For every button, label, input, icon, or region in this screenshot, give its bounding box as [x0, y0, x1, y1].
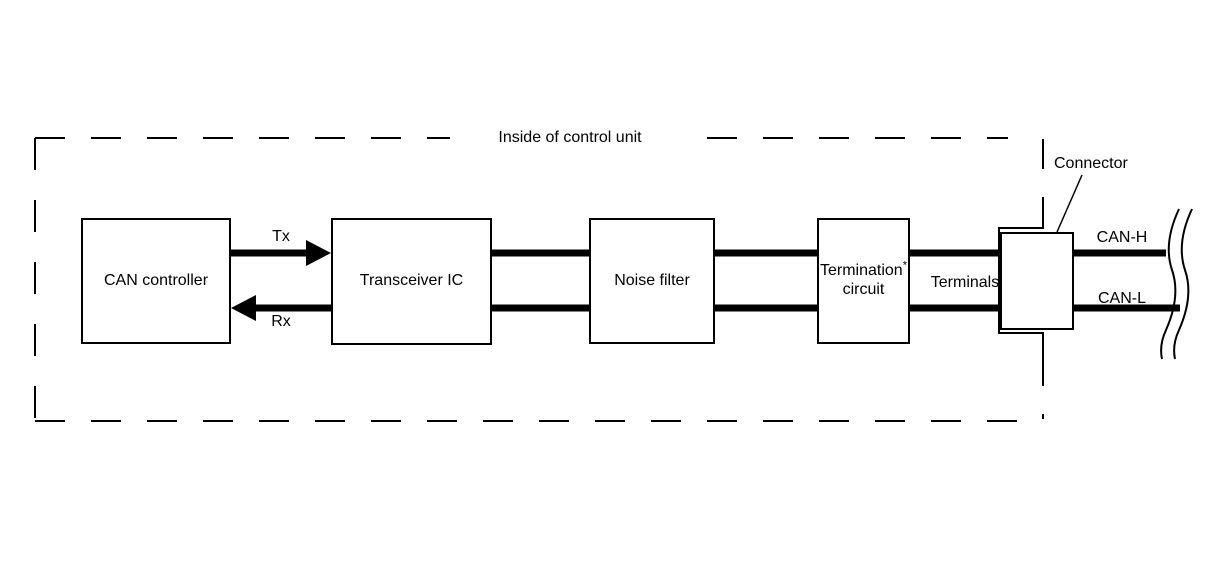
box-noise-filter: Noise filter	[589, 218, 715, 344]
box-termination-circuit: Termination*circuit	[817, 218, 910, 344]
rx-label: Rx	[271, 313, 291, 330]
rx-arrowhead-icon	[231, 295, 256, 321]
tx-label: Tx	[272, 228, 290, 245]
transceiver-ic-label: Transceiver IC	[359, 272, 464, 290]
wire-break-squiggle-left	[1160, 208, 1180, 360]
can-h-label: CAN-H	[1096, 229, 1148, 246]
diagram-title: Inside of control unit	[450, 129, 690, 147]
connector-label: Connector	[1054, 155, 1128, 172]
box-transceiver-ic: Transceiver IC	[331, 218, 492, 345]
tx-arrowhead-icon	[306, 240, 331, 266]
can-controller-label: CAN controller	[103, 271, 209, 289]
noise-filter-label: Noise filter	[614, 271, 690, 289]
termination-circuit-label: Termination*circuit	[820, 259, 907, 298]
termination-footnote-asterisk: *	[902, 259, 907, 272]
box-can-controller: CAN controller	[81, 218, 231, 344]
can-l-label: CAN-L	[1097, 290, 1146, 307]
connector-body	[1000, 232, 1074, 330]
connector-bracket-outline	[998, 198, 1044, 356]
connector-pointer-line	[1056, 174, 1083, 233]
wire-break-squiggle-right	[1173, 208, 1193, 360]
terminals-label: Terminals	[930, 274, 1000, 291]
